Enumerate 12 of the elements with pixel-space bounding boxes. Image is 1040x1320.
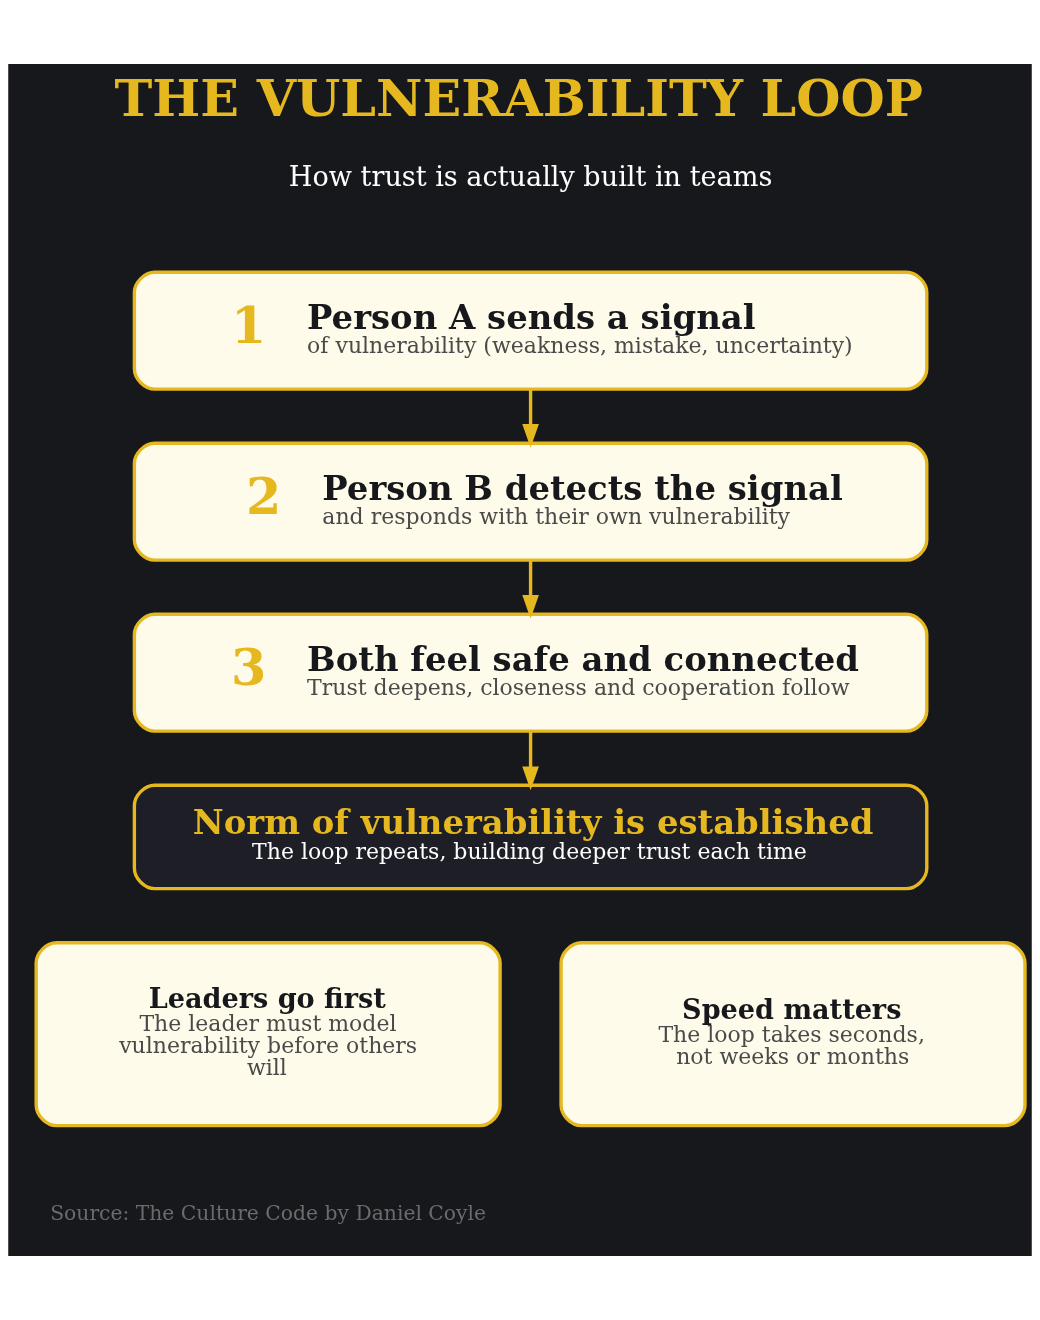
caption: Source: The Culture Code by Daniel Coyle: [50, 1200, 487, 1225]
node-box: Norm of vulnerability is established The loop repeats, building deeper trust each time: [132, 783, 929, 891]
arrow: [522, 560, 539, 619]
arrow: [522, 389, 539, 448]
node-box: Speed matters The loop takes seconds, not weeks or months: [559, 941, 1027, 1128]
arrow: [522, 731, 539, 791]
node-box: Leaders go first The leader must model vulnerability before others will: [34, 941, 502, 1128]
node-box: 3 Both feel safe and connected Trust deepens, closeness and cooperation follow: [132, 612, 929, 733]
node-box: 2 Person B detects the signal and responds with their own vulnerability: [132, 441, 929, 562]
diagram-title: THE VULNERABILITY LOOP: [114, 68, 923, 129]
node-box: 1 Person A sends a signal of vulnerability (weakness, mistake, uncertainty): [132, 270, 929, 391]
label: How trust is actually built in teams: [288, 160, 773, 192]
